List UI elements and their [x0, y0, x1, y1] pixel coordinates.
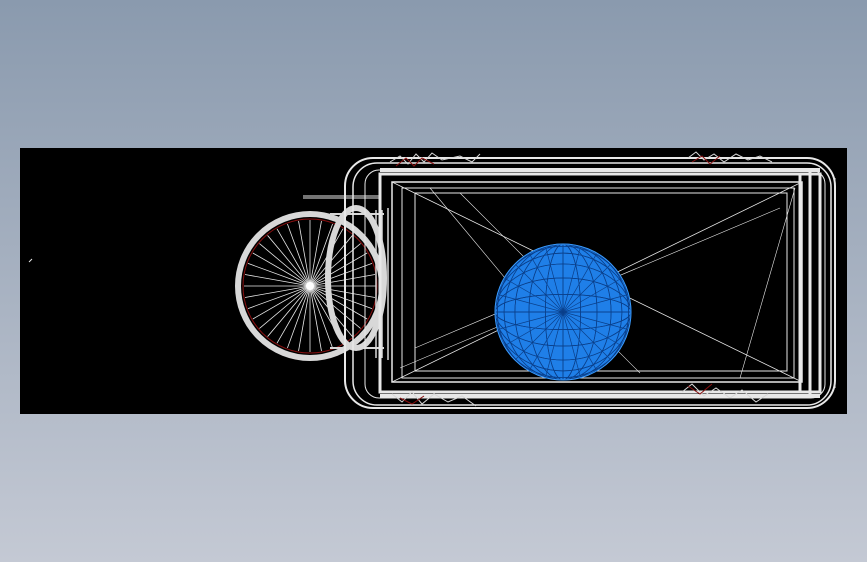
hub-ring	[325, 205, 389, 360]
ucs-marker	[28, 258, 33, 263]
wireframe-model	[28, 151, 836, 409]
edge-details	[389, 151, 773, 407]
cad-viewport[interactable]	[20, 148, 847, 414]
box-frame	[344, 157, 836, 409]
wheel	[235, 211, 385, 361]
guide-line	[303, 195, 380, 199]
sphere	[494, 243, 632, 381]
